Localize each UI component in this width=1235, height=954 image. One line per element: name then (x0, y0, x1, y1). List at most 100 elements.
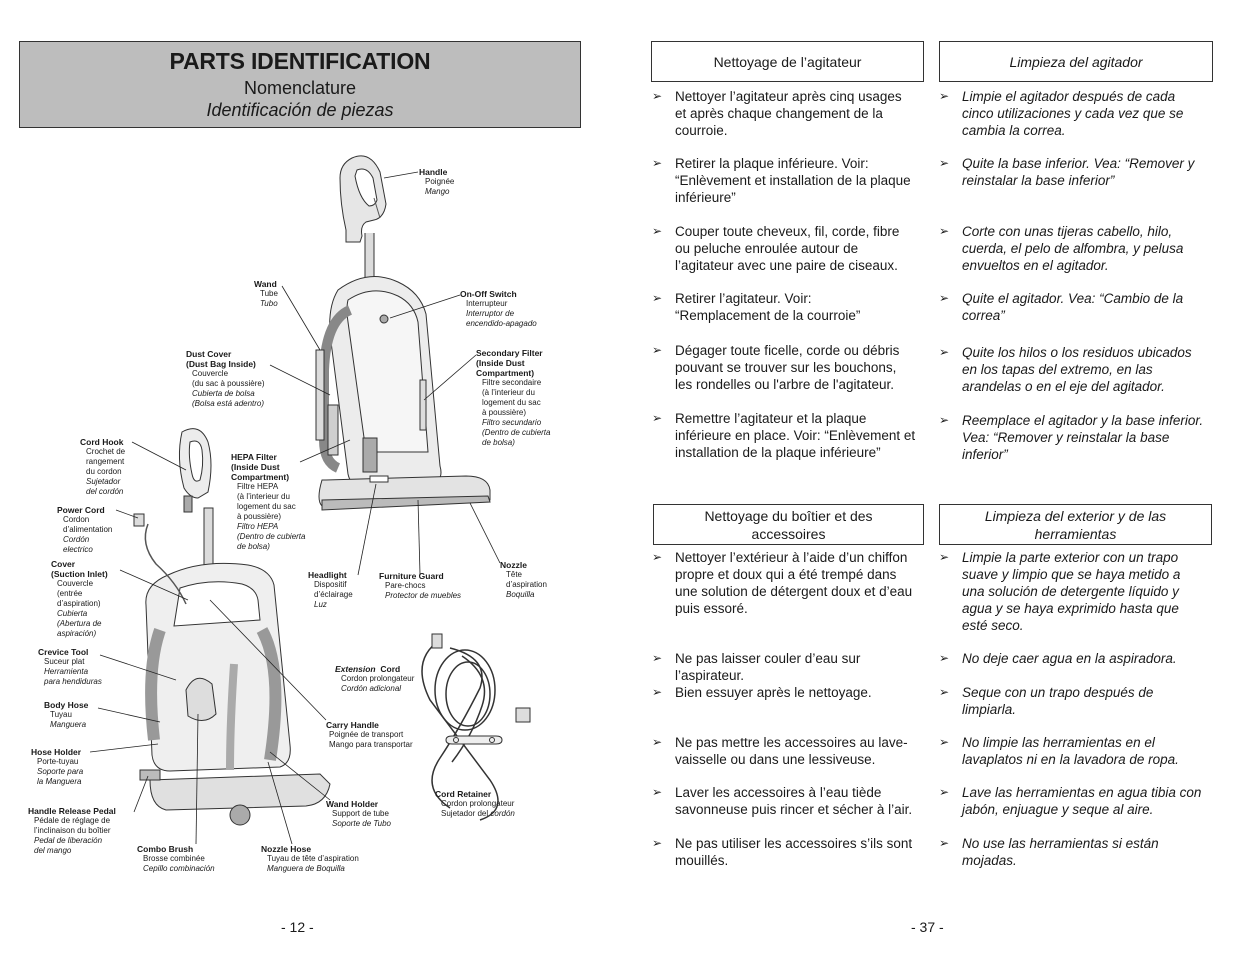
housing-es-item: ➢ No limpie las herramientas en el lavapla… (939, 734, 1215, 768)
housing-es-line: No deje caer agua en la aspiradora. (962, 651, 1177, 666)
agitator-es-line: Vea: “Remover y reinstalar la base (962, 430, 1170, 445)
page-subtitle-es: Identificación de piezas (206, 100, 394, 120)
housing-es-line: No limpie las herramientas en el (962, 735, 1155, 750)
agitator-fr-line: inférieure en place. Voir: “Enlèvement e… (675, 428, 916, 443)
page-number-left: - 12 - (281, 919, 314, 935)
agitator-fr-line: Retirer l’agitateur. Voir: (675, 291, 812, 306)
agitator-es-line: correa” (962, 308, 1005, 323)
agitator-es-line: reinstalar la base inferior” (962, 173, 1115, 188)
agitator-fr-line: inférieure” (675, 190, 736, 205)
housing-fr-line: Ne pas laisser couler d’eau sur (675, 651, 861, 666)
agitator-es-line: Quite la base inferior. Vea: “Remover y (962, 156, 1195, 171)
arrow-bullet-icon: ➢ (652, 156, 663, 170)
agitator-es-text: Reemplace el agitador y la base inferior… (939, 412, 1215, 463)
agitator-es-line: envueltos en el agitador. (962, 258, 1109, 273)
agitator-fr-line: et après chaque changement de la (675, 106, 883, 121)
agitator-es-line: cuerda, el pelo de alfombra, y pelusa (962, 241, 1184, 256)
housing-es-text: Limpie la parte exterior con un trapo sua… (939, 549, 1215, 634)
arrow-bullet-icon: ➢ (939, 685, 950, 699)
label-power-cord: Power Cord Cordon d’alimentation Cordón … (57, 505, 113, 554)
housing-fr-line: mouillés. (675, 853, 729, 868)
housing-es-item: ➢ No deje caer agua en la aspiradora. (939, 650, 1215, 667)
agitator-fr-text: Retirer la plaque inférieure. Voir:“Enlè… (652, 155, 942, 206)
housing-fr-line: une solution de détergent doux et d’eau (675, 584, 913, 599)
agitator-es-line: cinco utilizaciones y cada vez que se (962, 106, 1184, 121)
housing-es-line: suave y limpio que se haya metido a (962, 567, 1181, 582)
label-extension-cord: Extension Cord Cordon prolongateur Cordó… (335, 664, 415, 693)
housing-fr-line: Bien essuyer après le nettoyage. (675, 685, 872, 700)
agitator-es-text: Corte con unas tijeras cabello, hilo, cue… (939, 223, 1215, 274)
housing-es-line: Limpie la parte exterior con un trapo (962, 550, 1179, 565)
arrow-bullet-icon: ➢ (652, 735, 663, 749)
heading-housing-es: Limpieza del exterior y de las herramien… (939, 504, 1212, 545)
arrow-bullet-icon: ➢ (652, 411, 663, 425)
arrow-bullet-icon: ➢ (939, 345, 950, 359)
housing-fr-line: puis essoré. (675, 601, 748, 616)
arrow-bullet-icon: ➢ (939, 89, 950, 103)
agitator-es-line: en los tapas del extremo, en las (962, 362, 1153, 377)
housing-es-line: mojadas. (962, 853, 1017, 868)
arrow-bullet-icon: ➢ (652, 291, 663, 305)
label-combo-brush: Combo Brush Brosse combinée Cepillo comb… (137, 844, 215, 873)
housing-es-line: Lave las herramientas en agua tibia con (962, 785, 1202, 800)
label-secondary-filter: Secondary Filter (Inside Dust Compartmen… (476, 348, 551, 447)
housing-fr-line: savonneuse puis rincer et sécher à l’air… (675, 802, 913, 817)
housing-fr-item: ➢Ne pas utiliser les accessoires s’ils s… (652, 835, 942, 869)
agitator-es-line: Reemplace el agitador y la base inferior… (962, 413, 1204, 428)
heading-agitator-fr: Nettoyage de l’agitateur (651, 41, 924, 82)
label-hose-holder: Hose Holder Porte-tuyau Soporte para la … (31, 747, 84, 786)
housing-fr-text: Ne pas mettre les accessoires au lave-va… (652, 734, 942, 768)
housing-fr-line: Ne pas utiliser les accessoires s’ils so… (675, 836, 913, 851)
page-subtitle-fr: Nomenclature (243, 78, 357, 98)
title-box: PARTS IDENTIFICATION Nomenclature Identi… (19, 41, 581, 128)
housing-fr-line: vaisselle ou dans une lessiveuse. (675, 752, 876, 767)
agitator-es-text: Quite la base inferior. Vea: “Remover y r… (939, 155, 1215, 189)
heading-agitator-es: Limpieza del agitador (939, 41, 1213, 82)
housing-es-text: No deje caer agua en la aspiradora. (939, 650, 1215, 667)
agitator-fr-line: Nettoyer l’agitateur après cinq usages (675, 89, 902, 104)
label-cord-hook: Cord Hook Crochet de rangement du cordon… (80, 437, 126, 496)
arrow-bullet-icon: ➢ (939, 291, 950, 305)
arrow-bullet-icon: ➢ (939, 550, 950, 564)
housing-fr-text: Ne pas utiliser les accessoires s’ils so… (652, 835, 942, 869)
vacuum-diagram (89, 155, 531, 845)
agitator-es-line: Quite los hilos o los residuos ubicados (962, 345, 1192, 360)
agitator-es-item: ➢Quite los hilos o los residuos ubicados… (939, 344, 1215, 395)
agitator-es-item: ➢Reemplace el agitador y la base inferio… (939, 412, 1215, 463)
label-headlight: Headlight Dispositif d’éclairage Luz (308, 570, 353, 609)
agitator-es-text: Quite los hilos o los residuos ubicados e… (939, 344, 1215, 395)
housing-fr-item: ➢Ne pas mettre les accessoires au lave-v… (652, 734, 942, 768)
agitator-fr-line: Dégager toute ficelle, corde ou débris (675, 343, 900, 358)
label-nozzle: Nozzle Tête d’aspiration Boquilla (500, 560, 547, 599)
agitator-fr-line: installation de la plaque inférieure” (675, 445, 881, 460)
housing-fr-text: Ne pas laisser couler d’eau sur l’aspirat… (652, 650, 942, 684)
agitator-fr-line: l’agitateur avec une paire de ciseaux. (675, 258, 898, 273)
arrow-bullet-icon: ➢ (652, 343, 663, 357)
label-cover-suction-inlet: Cover (Suction Inlet) Couvercle (entrée … (51, 559, 108, 638)
arrow-bullet-icon: ➢ (652, 785, 663, 799)
arrow-bullet-icon: ➢ (939, 156, 950, 170)
label-wand: Wand Tube Tubo (254, 279, 278, 308)
housing-fr-line: l’aspirateur. (675, 668, 745, 683)
label-handle: Handle Poignée Mango (419, 167, 455, 196)
label-on-off-switch: On-Off Switch Interrupteur Interruptor d… (460, 289, 537, 328)
agitator-es-line: arandelas o en el eje del agitador. (962, 379, 1165, 394)
arrow-bullet-icon: ➢ (939, 735, 950, 749)
housing-fr-line: Ne pas mettre les accessoires au lave- (675, 735, 908, 750)
arrow-bullet-icon: ➢ (939, 224, 950, 238)
label-crevice-tool: Crevice Tool Suceur plat Herramienta par… (38, 647, 102, 686)
arrow-bullet-icon: ➢ (939, 651, 950, 665)
housing-es-line: una solución de detergente líquido y (962, 584, 1179, 599)
agitator-es-line: Corte con unas tijeras cabello, hilo, (962, 224, 1173, 239)
label-nozzle-hose: Nozzle Hose Tuyau de tête d’aspiration M… (261, 844, 359, 873)
housing-es-line: lavaplatos ni en la lavadora de ropa. (962, 752, 1179, 767)
